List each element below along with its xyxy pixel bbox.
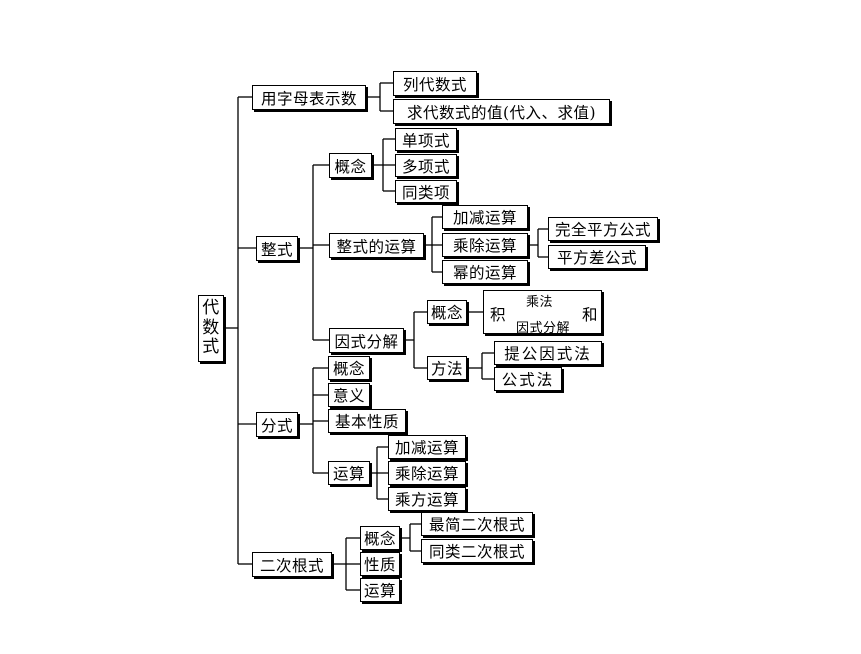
root-glyph-1: 代: [202, 298, 220, 319]
node-polynomial-operations: 整式的运算: [329, 233, 424, 258]
node-radical-operations: 运算: [360, 578, 400, 602]
node-common-factor-method: 提公因式法: [494, 341, 602, 365]
node-product-sum-relation: 积 乘法 因式分解 和: [483, 290, 602, 336]
root-glyph-3: 式: [202, 337, 220, 358]
node-like-radicals: 同类二次根式: [421, 539, 533, 563]
node-factorization-method: 方法: [427, 356, 467, 380]
node-multiply-divide: 乘除运算: [442, 233, 528, 257]
sum-label: 和: [582, 306, 599, 324]
node-monomial: 单项式: [395, 128, 457, 151]
node-fraction-multiply-divide: 乘除运算: [388, 461, 466, 485]
node-fraction-concept: 概念: [328, 356, 370, 380]
branch-fraction: 分式: [256, 412, 298, 437]
node-fraction-meaning: 意义: [328, 383, 370, 407]
factorization-arrow-label: 因式分解: [516, 321, 571, 336]
node-add-subtract: 加减运算: [442, 205, 528, 229]
node-multinomial: 多项式: [395, 154, 457, 177]
node-like-terms: 同类项: [395, 180, 457, 203]
node-power-operations: 幂的运算: [442, 260, 528, 284]
node-perfect-square-formula: 完全平方公式: [548, 217, 658, 241]
branch-polynomial: 整式: [256, 236, 298, 261]
node-formula-method: 公式法: [494, 367, 562, 391]
node-fraction-operations: 运算: [328, 461, 370, 485]
node-fraction-basic-property: 基本性质: [328, 409, 406, 433]
node-factorization: 因式分解: [329, 328, 404, 353]
multiplication-arrow-label: 乘法: [526, 295, 554, 310]
node-difference-of-squares: 平方差公式: [548, 245, 646, 269]
branch-letters-for-numbers: 用字母表示数: [252, 85, 366, 110]
product-label: 积: [490, 306, 507, 324]
root-glyph-2: 数: [202, 317, 220, 338]
root-node: 代 数 式: [198, 295, 224, 362]
branch-quadratic-radical: 二次根式: [252, 552, 332, 577]
node-radical-property: 性质: [360, 552, 400, 576]
node-evaluate-expression: 求代数式的值(代入、求值): [393, 99, 610, 124]
node-polynomial-concept: 概念: [329, 153, 372, 178]
node-factorization-concept: 概念: [427, 300, 467, 324]
node-fraction-add-subtract: 加减运算: [388, 435, 466, 459]
node-write-expression: 列代数式: [393, 71, 477, 96]
node-radical-concept: 概念: [360, 526, 400, 550]
node-fraction-power: 乘方运算: [388, 487, 466, 511]
node-simplest-radical: 最简二次根式: [421, 512, 533, 536]
